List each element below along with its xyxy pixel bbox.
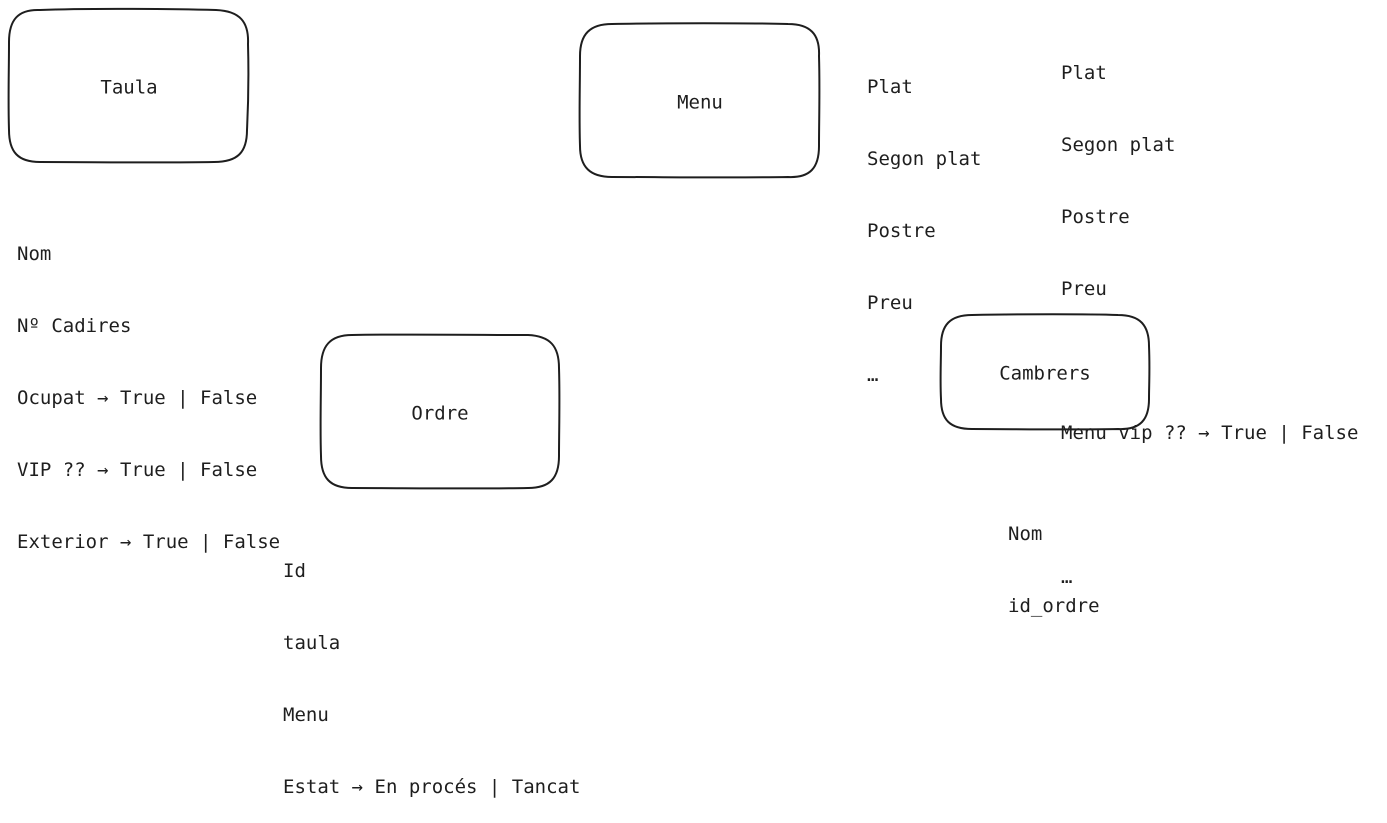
ordre-attributes: Id taula Menu Estat → En procés | Tancat [283, 511, 580, 823]
cambrers-attributes: Nom id_ordre [1008, 474, 1100, 642]
menu-attribute: Postre [867, 220, 936, 242]
ordre-attribute: Menu [283, 704, 329, 726]
entity-taula[interactable]: Taula [7, 7, 250, 164]
menu-alt-attribute: … [1061, 566, 1073, 588]
menu-attributes: Plat Segon plat Postre Preu … [867, 27, 981, 411]
menu-alt-spacer [1061, 349, 1358, 373]
taula-attribute: Nº Cadires [17, 315, 132, 337]
entity-ordre-box [319, 333, 561, 490]
menu-alt-attribute: Postre [1061, 206, 1130, 228]
ordre-attribute: Estat → En procés | Tancat [283, 776, 581, 798]
taula-attributes: Nom Nº Cadires Ocupat → True | False VIP… [17, 194, 280, 578]
entity-taula-label: Taula [100, 77, 157, 99]
entity-cambrers-box [939, 313, 1151, 431]
taula-attribute: Exterior → True | False [17, 531, 281, 553]
diagram-canvas: Taula Menu Ordre Cambrers [7, 7, 1151, 490]
menu-attribute: Segon plat [867, 148, 982, 170]
menu-alt-attributes: Plat Segon plat Postre Preu Menu vip ?? … [1061, 13, 1358, 613]
menu-alt-attribute: Preu [1061, 278, 1107, 300]
taula-attribute: Nom [17, 243, 52, 265]
menu-attribute: … [867, 364, 879, 386]
menu-alt-attribute: Segon plat [1061, 134, 1176, 156]
entity-ordre[interactable]: Ordre [319, 333, 561, 490]
entity-cambrers[interactable]: Cambrers [939, 313, 1151, 431]
entity-ordre-label: Ordre [411, 403, 468, 425]
taula-attribute: Ocupat → True | False [17, 387, 258, 409]
entity-menu-label: Menu [677, 92, 723, 114]
menu-attribute: Plat [867, 76, 913, 98]
entity-menu[interactable]: Menu [578, 22, 821, 179]
menu-alt-spacer [1061, 493, 1358, 517]
entity-cambrers-label: Cambrers [999, 363, 1091, 385]
menu-alt-attribute: Plat [1061, 62, 1107, 84]
entity-taula-box [7, 7, 250, 164]
menu-alt-attribute: Menu vip ?? → True | False [1061, 422, 1359, 444]
entity-menu-box [578, 22, 821, 179]
cambrers-attribute: Nom [1008, 523, 1043, 545]
cambrers-attribute: id_ordre [1008, 595, 1100, 617]
taula-attribute: VIP ?? → True | False [17, 459, 258, 481]
menu-attribute: Preu [867, 292, 913, 314]
ordre-attribute: taula [283, 632, 341, 654]
ordre-attribute: Id [283, 560, 306, 582]
